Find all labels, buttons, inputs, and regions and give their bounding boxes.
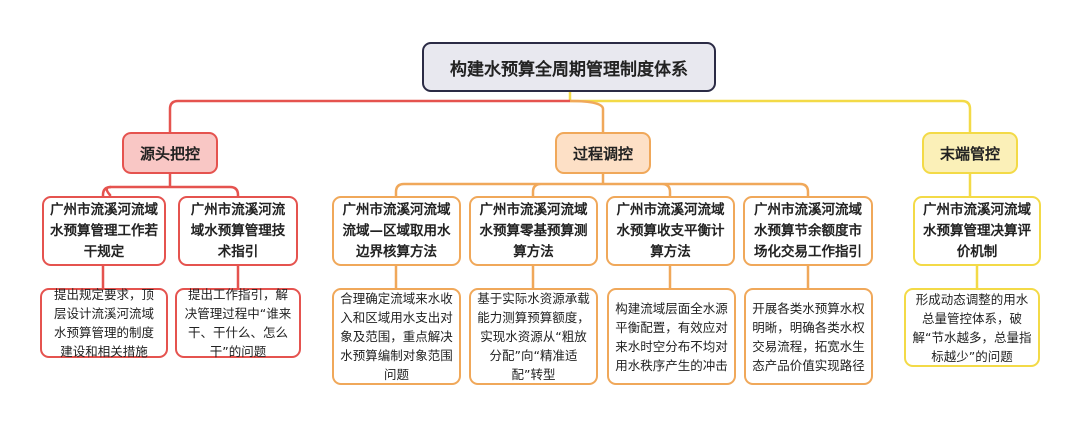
source-item-1-desc: 提出规定要求，顶层设计流溪河流域水预算管理的制度建设和相关措施	[40, 287, 168, 359]
process-item-1-desc: 合理确定流域来水收入和区域用水支出对象及范围，重点解决水预算编制对象范围问题	[332, 288, 461, 385]
branch-source-control: 源头把控	[122, 132, 218, 174]
end-item-1-title: 广州市流溪河流域水预算管理决算评价机制	[913, 196, 1041, 266]
process-item-2-title: 广州市流溪河流域水预算零基预算测算方法	[469, 196, 598, 266]
source-item-2-desc: 提出工作指引，解决管理过程中“谁来干、干什么、怎么干”的问题	[175, 287, 301, 359]
end-item-1-desc: 形成动态调整的用水总量管控体系，破解“节水越多，总量指标越少”的问题	[904, 288, 1040, 367]
source-item-2-title: 广州市流溪河流域水预算管理技术指引	[178, 196, 298, 266]
process-item-3-title: 广州市流溪河流域水预算收支平衡计算方法	[606, 196, 735, 266]
process-item-4-desc: 开展各类水预算水权明晰，明确各类水权交易流程，拓宽水生态产品价值实现路径	[744, 288, 873, 385]
process-item-4-title: 广州市流溪河流域水预算节余额度市场化交易工作指引	[743, 196, 873, 266]
process-item-1-title: 广州市流溪河流域流域—区域取用水边界核算方法	[332, 196, 461, 266]
root-node: 构建水预算全周期管理制度体系	[422, 42, 716, 92]
branch-process-control: 过程调控	[555, 132, 651, 174]
source-item-1-title: 广州市流溪河流域水预算管理工作若干规定	[42, 196, 166, 266]
process-item-3-desc: 构建流域层面全水源平衡配置，有效应对来水时空分布不均对用水秩序产生的冲击	[607, 288, 736, 385]
process-item-2-desc: 基于实际水资源承载能力测算预算额度，实现水资源从“粗放分配”向“精准适配”转型	[469, 288, 598, 385]
branch-end-control: 末端管控	[922, 132, 1018, 174]
